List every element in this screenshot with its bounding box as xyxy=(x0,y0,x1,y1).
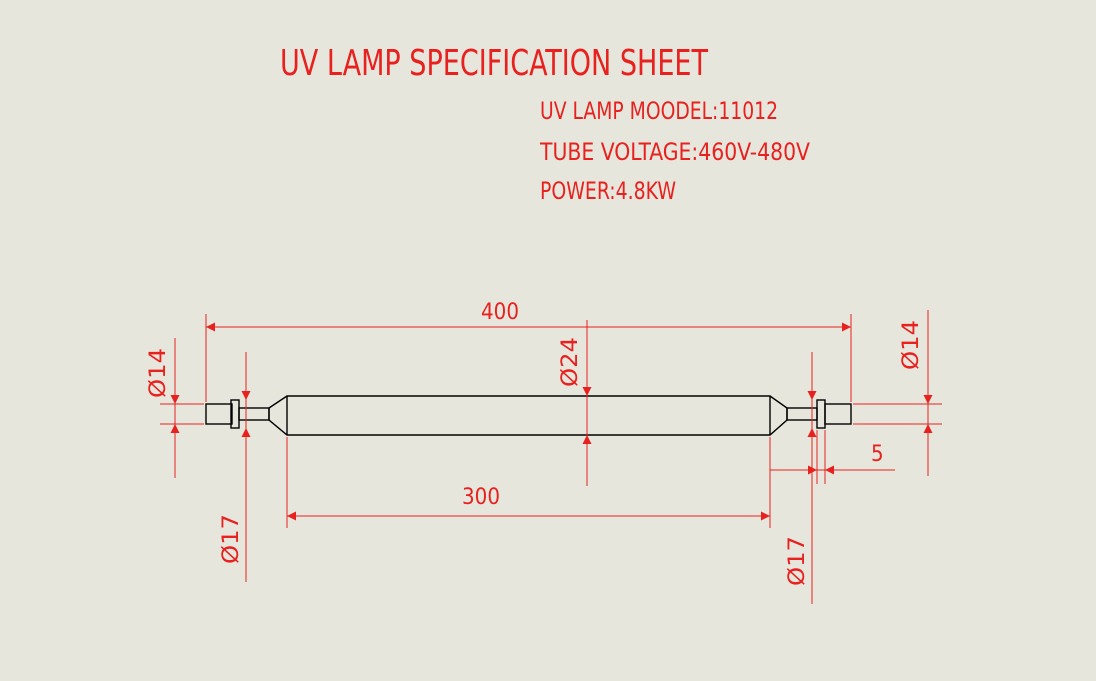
spec-model-label: UV LAMP MOODEL xyxy=(540,97,712,125)
dim-right17-label: Ø17 xyxy=(785,536,810,586)
right-end-cap xyxy=(824,403,852,425)
spec-voltage-label: TUBE VOLTAGE xyxy=(539,138,691,166)
left-end-cap xyxy=(205,403,233,425)
dim-left14-label: Ø14 xyxy=(146,348,171,398)
dim-5-label: 5 xyxy=(871,442,884,467)
lamp-tube xyxy=(268,395,788,436)
spec-separator: : xyxy=(609,177,615,205)
spec-separator: : xyxy=(691,138,698,166)
spec-separator: : xyxy=(712,97,718,125)
dim-400-label: 400 xyxy=(481,300,519,325)
dim-left17-label: Ø17 xyxy=(219,514,244,564)
spec-power-label: POWER xyxy=(540,177,610,205)
dim-right14-label: Ø14 xyxy=(899,320,924,370)
spec-line-voltage: TUBE VOLTAGE:460V-480V xyxy=(539,138,810,166)
right-collar xyxy=(816,399,826,429)
spec-line-power: POWER:4.8KW xyxy=(540,177,676,205)
spec-line-model: UV LAMP MOODEL:11012 xyxy=(540,97,778,125)
left-connector xyxy=(238,407,270,421)
dimension-lines xyxy=(160,310,942,604)
spec-model-value: 11012 xyxy=(718,97,778,125)
spec-power-value: 4.8KW xyxy=(616,177,676,205)
dim-24-label: Ø24 xyxy=(558,337,583,387)
dim-300-label: 300 xyxy=(462,485,500,510)
lamp-outline xyxy=(205,395,852,436)
sheet-title: UV LAMP SPECIFICATION SHEET xyxy=(280,43,708,84)
spec-voltage-value: 460V-480V xyxy=(698,138,810,166)
